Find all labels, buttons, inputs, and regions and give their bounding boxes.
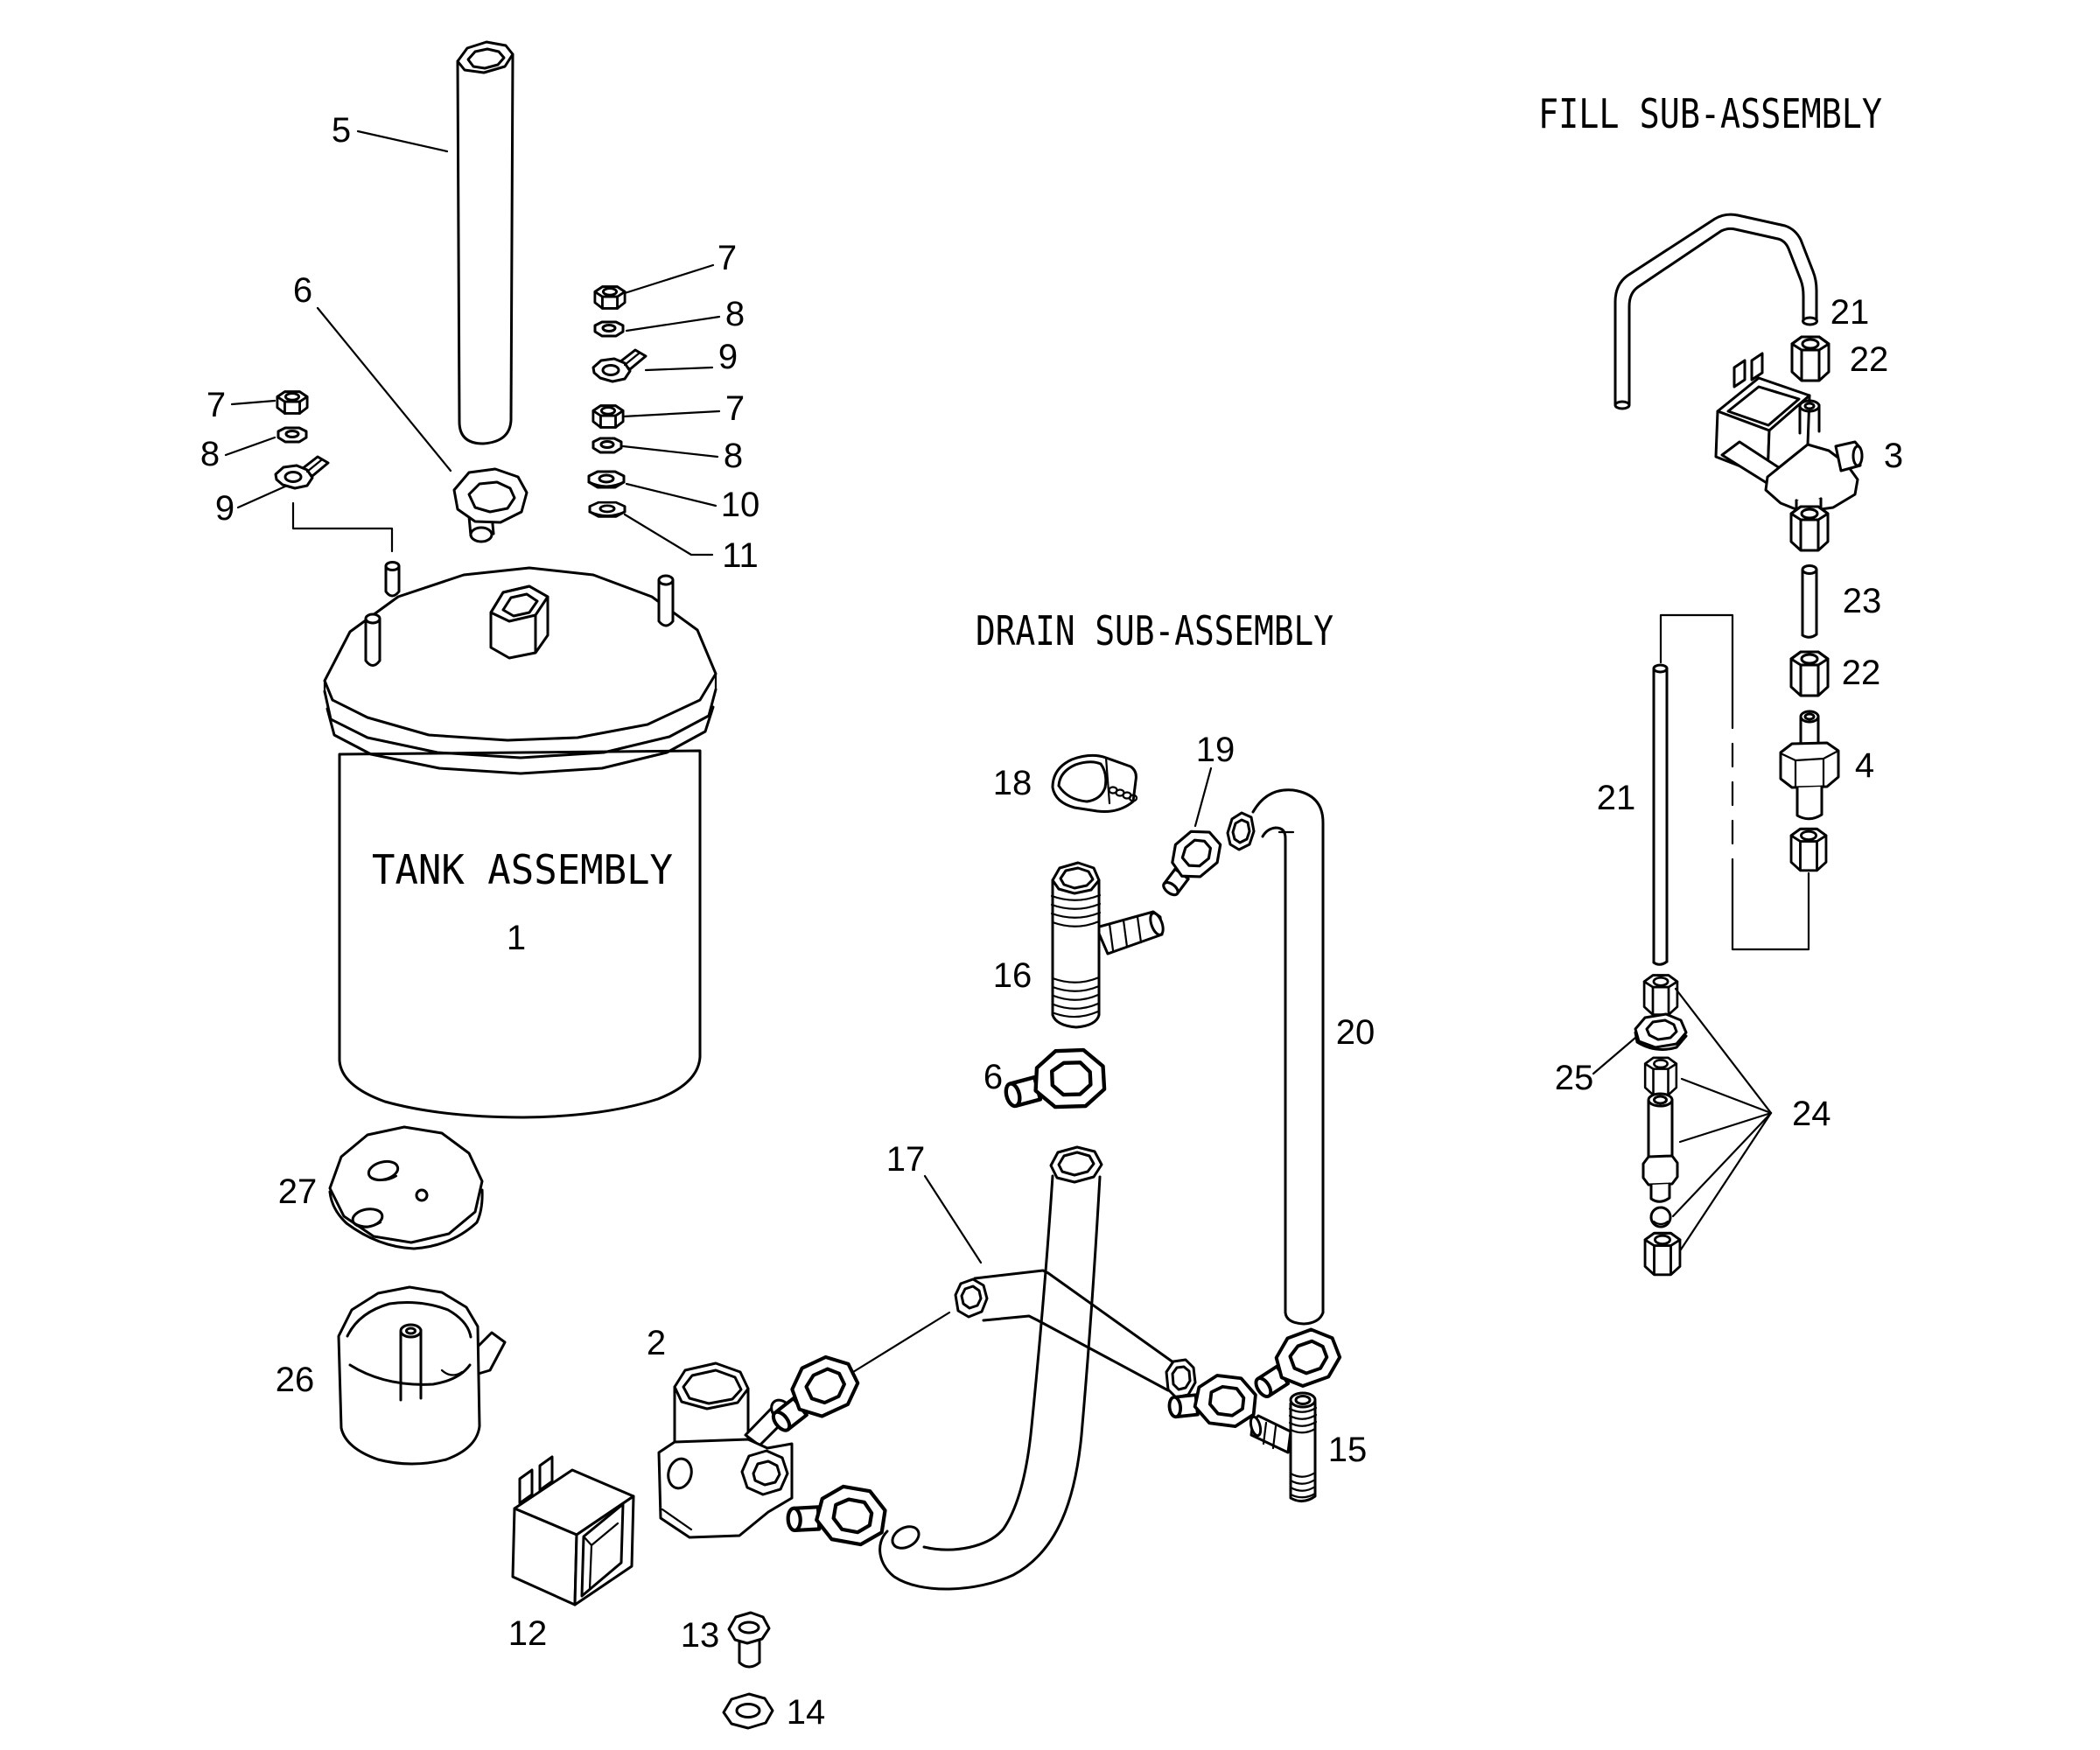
callout-14: 14 xyxy=(787,1693,826,1732)
drain-sub-assembly-section xyxy=(878,753,1348,1591)
callout-26: 26 xyxy=(276,1361,315,1399)
threaded-fitting-16 xyxy=(1050,861,1165,1029)
callout-21-bent: 21 xyxy=(1830,293,1870,332)
drain-hose-17 xyxy=(954,1269,1197,1399)
lock-washer-8-r2 xyxy=(592,437,623,454)
terminal-9-locator-line xyxy=(291,501,394,553)
tank-assembly-title: TANK ASSEMBLY xyxy=(372,846,673,893)
callout-11: 11 xyxy=(722,536,759,575)
fill-tube-21-straight xyxy=(1652,663,1669,966)
terminal-lug-9-left xyxy=(274,455,330,490)
callout-21-straight: 21 xyxy=(1597,779,1636,817)
callout-6-drain: 6 xyxy=(984,1058,1003,1096)
assembly-bracket-lines xyxy=(1659,613,1810,951)
jam-nut-25 xyxy=(1634,1012,1688,1051)
hose-clamp-above-tee xyxy=(1242,1322,1348,1403)
drain-valve-body-2 xyxy=(657,1362,794,1539)
callout-8-r1: 8 xyxy=(725,295,745,333)
fill-sub-assembly-title: FILL SUB-ASSEMBLY xyxy=(1538,90,1882,137)
fill-tube-21-bent xyxy=(1614,213,1818,410)
callout-8-r2: 8 xyxy=(724,437,743,475)
callout-22-mid: 22 xyxy=(1842,654,1881,692)
drain-sub-assembly-title: DRAIN SUB-ASSEMBLY xyxy=(976,607,1334,654)
tank-assembly-section xyxy=(274,40,892,1730)
drain-tube-20 xyxy=(1226,788,1325,1326)
compression-fitting-24c xyxy=(1642,1092,1679,1203)
compression-nut-24e xyxy=(1643,1231,1682,1277)
barbed-tee-15 xyxy=(1249,1391,1318,1502)
check-valve-4 xyxy=(1779,710,1840,821)
callout-6-tank: 6 xyxy=(293,271,312,310)
callout-12: 12 xyxy=(508,1614,548,1653)
callout-7-r2: 7 xyxy=(725,389,745,428)
solenoid-coil-12 xyxy=(511,1455,635,1606)
callout-19: 19 xyxy=(1196,731,1236,769)
fill-sub-assembly-section xyxy=(1614,213,1864,1277)
callout-20: 20 xyxy=(1336,1013,1376,1052)
callout-9-right: 9 xyxy=(718,338,738,376)
callout-18: 18 xyxy=(993,764,1032,802)
terminal-lug-9-right xyxy=(592,348,648,383)
bushing-13 xyxy=(727,1611,771,1669)
band-clamp-18 xyxy=(1051,753,1138,813)
fitting-nut-22-top xyxy=(1790,335,1830,382)
labels: TANK ASSEMBLY 1 DRAIN SUB-ASSEMBLY FILL … xyxy=(200,90,1903,1732)
callout-7-left: 7 xyxy=(206,386,226,424)
tank-body-1 xyxy=(323,561,718,1119)
callout-8-left: 8 xyxy=(200,435,220,473)
fitting-nut-22-mid xyxy=(1789,650,1830,697)
callout-10: 10 xyxy=(721,486,760,524)
hex-nut-7-r1 xyxy=(593,285,626,310)
callout-25: 25 xyxy=(1555,1059,1594,1097)
callout-23: 23 xyxy=(1843,582,1882,620)
callout-5: 5 xyxy=(332,111,351,150)
leader-lines xyxy=(224,130,1773,1374)
gasket-plate-27 xyxy=(328,1125,484,1250)
hex-nut-7-r2 xyxy=(592,404,625,429)
compression-nut-24a xyxy=(1642,974,1679,1016)
ball-24d-shade xyxy=(1652,1220,1670,1226)
callout-2: 2 xyxy=(647,1324,666,1362)
callout-27: 27 xyxy=(278,1172,318,1211)
drain-down-tube xyxy=(878,1145,1103,1591)
tube-5 xyxy=(456,40,514,445)
reservoir-cup-26 xyxy=(337,1285,507,1466)
hex-nut-7-left xyxy=(276,390,309,415)
flat-washer-10 xyxy=(587,470,626,489)
hose-clamp-upper-left xyxy=(758,1350,865,1436)
callout-13: 13 xyxy=(681,1616,720,1655)
hose-clamp-6-drain xyxy=(1003,1046,1106,1112)
callout-24: 24 xyxy=(1792,1095,1831,1133)
callout-4: 4 xyxy=(1855,746,1874,785)
hose-clamp-6-tank xyxy=(452,467,528,543)
callout-1: 1 xyxy=(507,919,526,957)
callout-9-left: 9 xyxy=(215,489,234,528)
lock-washer-8-left xyxy=(276,426,308,444)
fill-tube-23 xyxy=(1801,564,1818,639)
compression-nut-24b xyxy=(1643,1056,1678,1096)
callout-16: 16 xyxy=(993,956,1032,995)
fitting-nut-below-valve4 xyxy=(1789,827,1828,872)
lock-washer-8-r1 xyxy=(593,320,625,338)
flat-washer-11 xyxy=(588,500,626,518)
hex-washer-14 xyxy=(722,1692,774,1730)
fill-valve-3 xyxy=(1714,352,1864,529)
callout-22-top: 22 xyxy=(1850,340,1889,379)
hose-clamp-lower-left xyxy=(782,1472,892,1554)
callout-17: 17 xyxy=(886,1140,926,1179)
callout-15: 15 xyxy=(1328,1431,1368,1469)
hose-clamp-19 xyxy=(1143,820,1232,902)
callout-3: 3 xyxy=(1884,437,1903,475)
fitting-nut-below-valve3 xyxy=(1789,505,1830,552)
callout-7-r1: 7 xyxy=(718,239,737,277)
